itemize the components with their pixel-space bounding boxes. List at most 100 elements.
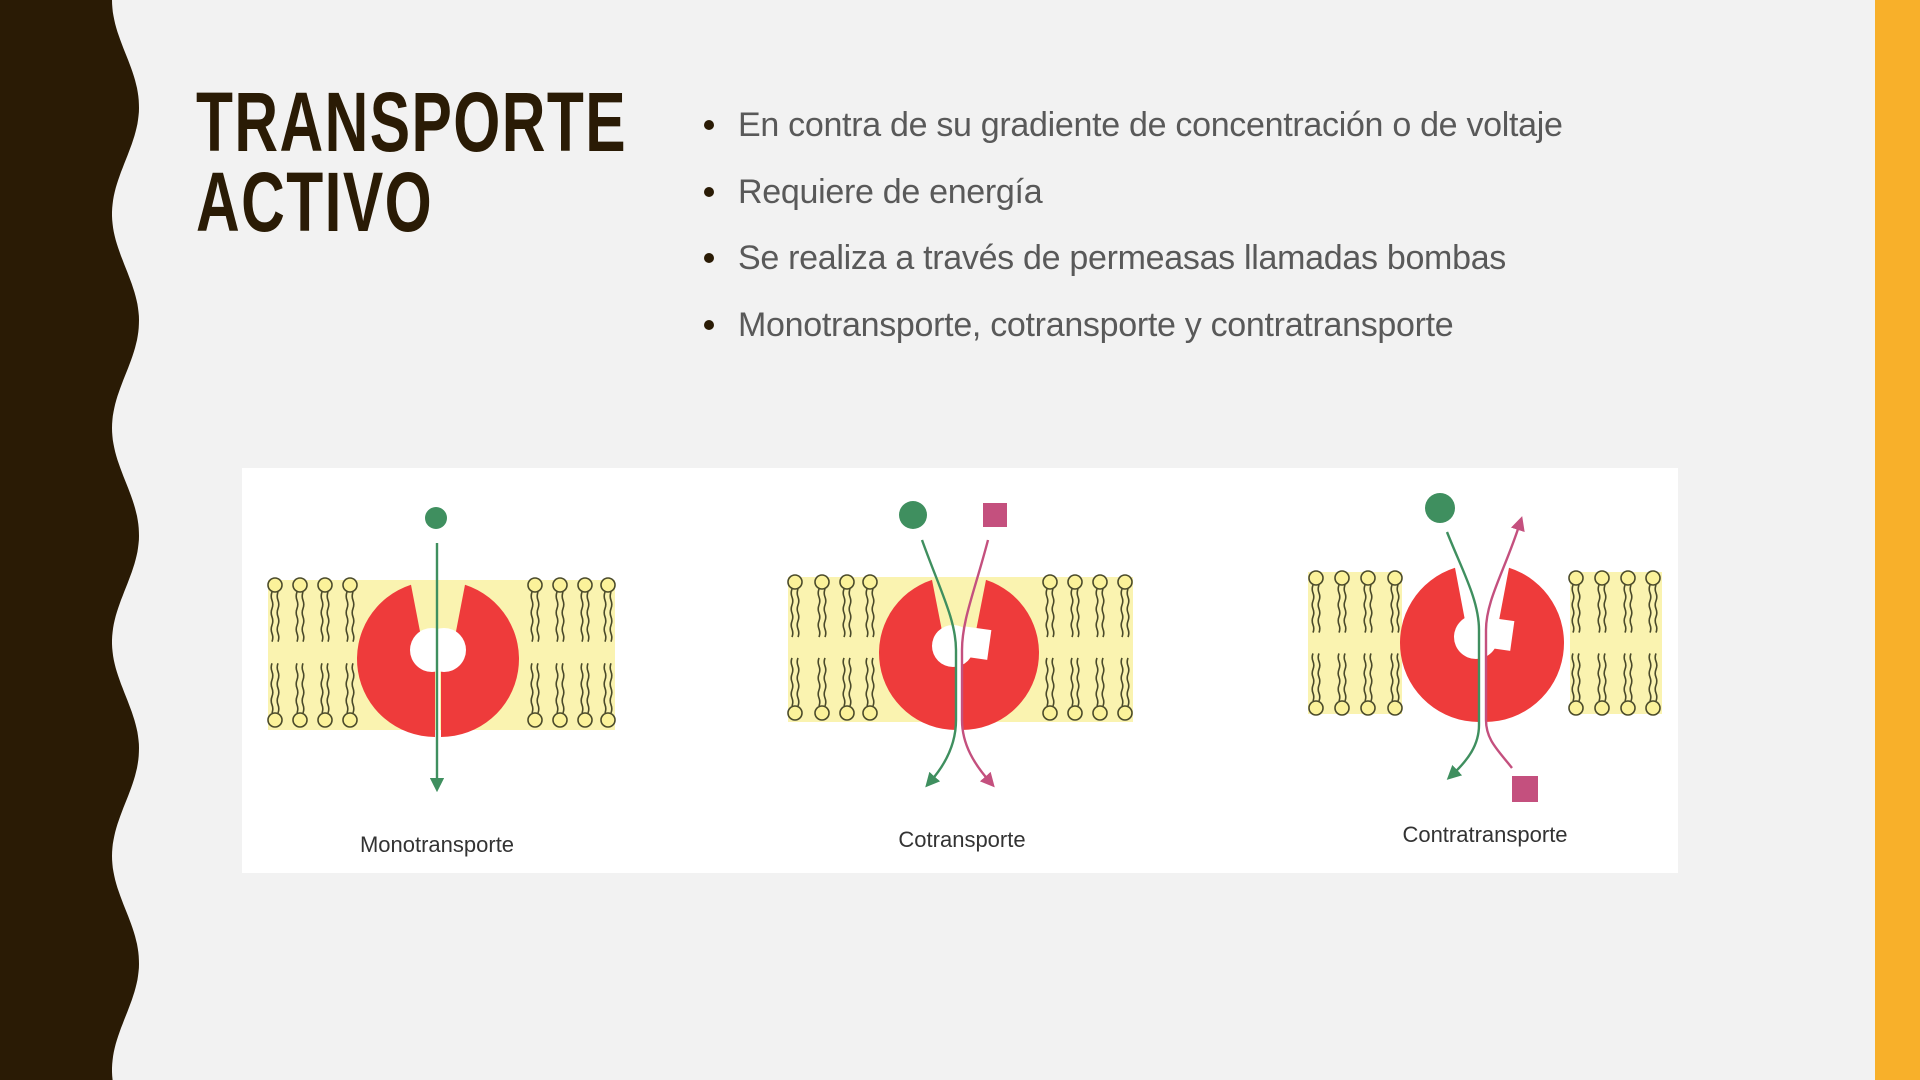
lipid-head <box>839 705 855 721</box>
lipid-tail <box>865 657 869 707</box>
lipid-tail <box>1311 653 1315 702</box>
lipid-tail <box>1363 584 1367 633</box>
lipid-head <box>1568 570 1584 586</box>
bullet-text: Requiere de energía <box>738 172 1043 211</box>
lipid-head <box>1334 570 1350 586</box>
lipid-head <box>1360 700 1376 716</box>
lipid-head <box>600 577 616 593</box>
lipid-tail <box>345 663 349 714</box>
lipid-head <box>577 577 593 593</box>
molecule-circle-green <box>1425 493 1455 523</box>
lipid-tail <box>1120 588 1124 638</box>
lipid-tail <box>823 657 827 707</box>
lipid-head <box>1308 700 1324 716</box>
protein-right-half <box>441 584 519 737</box>
lipid-head <box>317 712 333 728</box>
lipid-tail <box>848 657 852 707</box>
caption-contratransporte: Contratransporte <box>1402 822 1568 847</box>
left-wavy-band <box>0 0 139 1080</box>
lipid-tail <box>609 663 613 714</box>
lipid-tail <box>817 657 821 707</box>
molecule-circle-green <box>899 501 927 529</box>
lipid-tail <box>1571 653 1575 702</box>
lipid-head <box>317 577 333 593</box>
lipid-tail <box>1101 657 1105 707</box>
lipid-tail <box>1126 588 1130 638</box>
caption-monotransporte: Monotransporte <box>359 832 515 857</box>
lipid-tail <box>561 663 565 714</box>
lipid-tail <box>1396 584 1400 633</box>
lipid-tail <box>1571 584 1575 633</box>
lipid-tail <box>586 591 590 642</box>
lipid-head <box>1117 574 1133 590</box>
lipid-tail <box>1317 584 1321 633</box>
lipid-tail <box>865 588 869 638</box>
lipid-head <box>814 705 830 721</box>
lipid-tail <box>1623 584 1627 633</box>
lipid-head <box>1092 574 1108 590</box>
carrier-protein <box>879 579 1039 732</box>
lipid-head <box>1620 570 1636 586</box>
lipid-tail <box>1597 584 1601 633</box>
lipid-tail <box>1337 584 1341 633</box>
lipid-tail <box>1045 588 1049 638</box>
bullet-list: En contra de su gradiente de concentraci… <box>700 92 1563 358</box>
lipid-head <box>1645 700 1661 716</box>
lipid-tail <box>351 591 355 642</box>
lipid-tail <box>1648 584 1652 633</box>
lipid-head <box>1308 570 1324 586</box>
caption-cotransporte: Cotransporte <box>898 827 1026 852</box>
lipid-tail <box>270 663 274 714</box>
carrier-protein <box>1400 567 1564 724</box>
lipid-tail <box>796 657 800 707</box>
lipid-tail <box>536 663 540 714</box>
bullet-item: Monotransporte, cotransporte y contratra… <box>700 292 1563 359</box>
panel-monotransporte <box>267 507 616 793</box>
lipid-tail <box>1597 653 1601 702</box>
lipid-head <box>1360 570 1376 586</box>
lipid-tail <box>345 591 349 642</box>
lipid-tail <box>1126 657 1130 707</box>
lipid-tail <box>320 663 324 714</box>
bullet-text: En contra de su gradiente de concentraci… <box>738 106 1563 144</box>
lipid-tail <box>276 663 280 714</box>
protein-left-half <box>879 579 956 730</box>
lipid-tail <box>871 588 875 638</box>
lipid-head <box>862 574 878 590</box>
molecule-circle-green <box>425 507 447 529</box>
membrane-band <box>1308 572 1402 714</box>
lipid-head <box>1067 705 1083 721</box>
lipid-tail <box>796 588 800 638</box>
lipid-tail <box>1343 653 1347 702</box>
lipid-tail <box>1363 653 1367 702</box>
lipid-tail <box>536 591 540 642</box>
lipid-tail <box>848 588 852 638</box>
lipid-tail <box>1076 657 1080 707</box>
lipid-head <box>1042 574 1058 590</box>
lipid-tail <box>295 591 299 642</box>
lipid-tail <box>1390 653 1394 702</box>
binding-site-square <box>959 626 992 660</box>
lipid-head <box>1620 700 1636 716</box>
lipid-head <box>862 705 878 721</box>
lipid-tail <box>276 591 280 642</box>
lipid-tail <box>1070 657 1074 707</box>
lipid-head <box>1092 705 1108 721</box>
lipid-head <box>600 712 616 728</box>
lipid-head <box>1117 705 1133 721</box>
bullet-icon <box>704 253 714 263</box>
lipid-head <box>292 577 308 593</box>
lipid-tail <box>823 588 827 638</box>
lipid-tail <box>1648 653 1652 702</box>
bullet-icon <box>704 319 714 330</box>
lipid-tail <box>1343 584 1347 633</box>
lipid-tail <box>790 657 794 707</box>
transport-arrow-pink <box>1484 516 1525 769</box>
lipid-tail <box>580 591 584 642</box>
bullet-item: En contra de su gradiente de concentraci… <box>700 92 1563 159</box>
carrier-protein <box>357 584 519 739</box>
transport-arrow-green <box>1445 531 1481 780</box>
panel-cotransporte <box>787 501 1133 788</box>
bullet-icon <box>704 120 714 130</box>
